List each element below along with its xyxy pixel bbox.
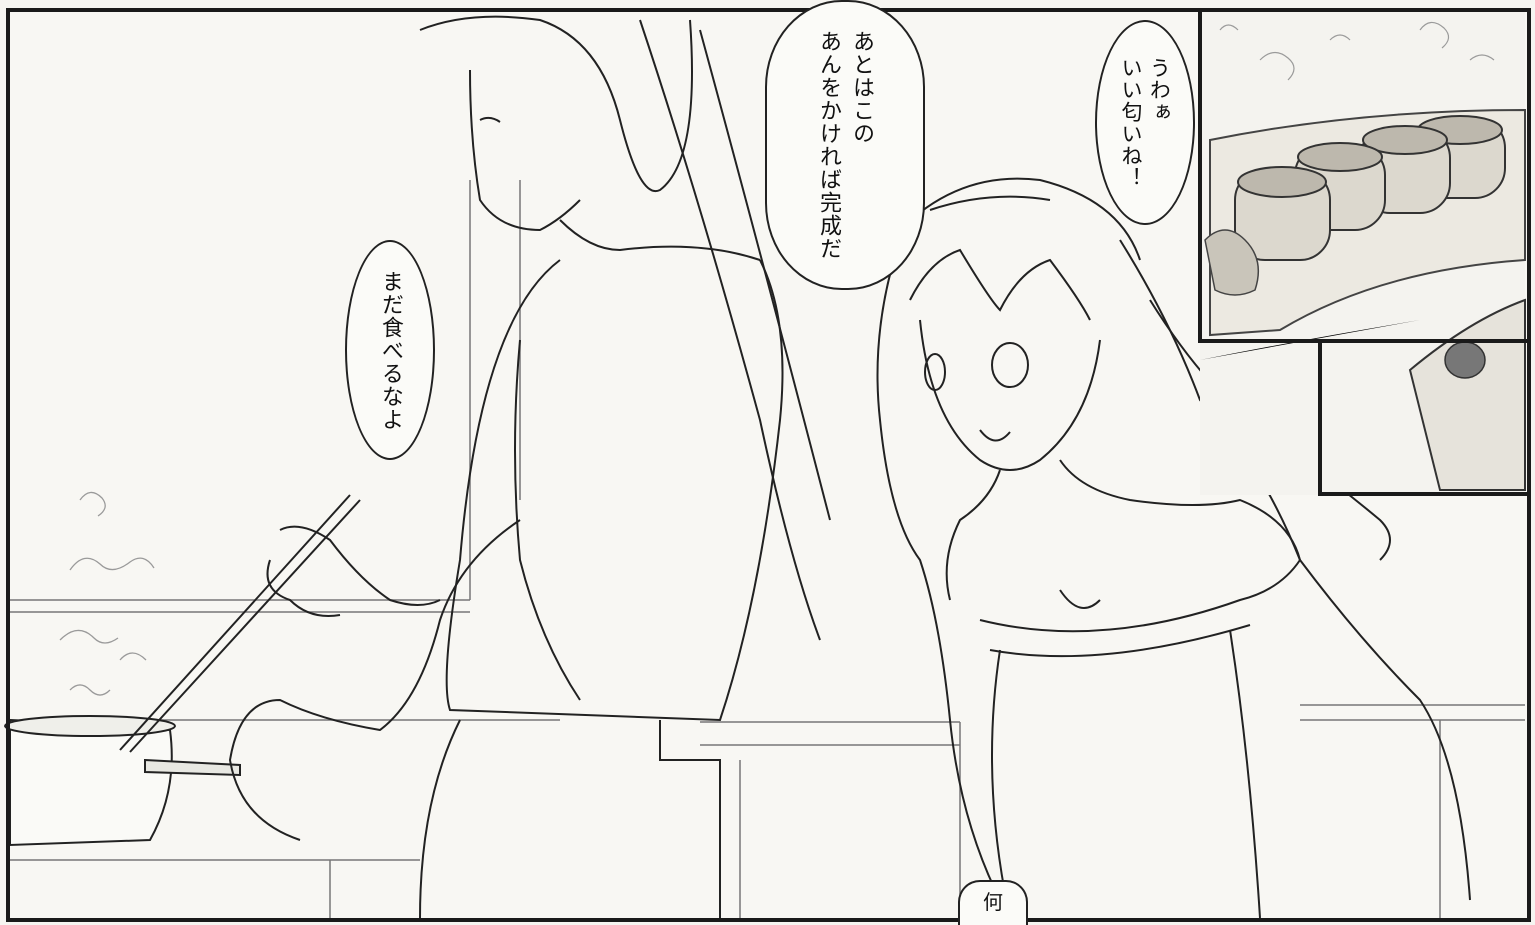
partial-caption-bubble: 何	[958, 880, 1028, 925]
main-panel-border	[6, 8, 1531, 922]
speech-text-woman: うわぁ いい匂いね！	[1119, 56, 1172, 189]
steam-swirls	[59, 491, 155, 696]
speech-bubble-man-warning: まだ食べるなよ	[345, 240, 435, 460]
inset-panel-top-border	[1198, 8, 1531, 343]
inset-panel-bottom-border	[1318, 340, 1531, 496]
speech-bubble-man-finish: あとはこの あんをかければ完成だ	[765, 0, 925, 290]
man-figure	[228, 15, 831, 920]
speech-bubble-woman: うわぁ いい匂いね！	[1095, 20, 1195, 225]
speech-text-man-warning: まだ食べるなよ	[377, 269, 403, 431]
partial-caption-text: 何	[983, 890, 1003, 914]
woman-figure	[876, 177, 1471, 919]
speech-text-man-finish: あとはこの あんをかければ完成だ	[816, 30, 874, 260]
cooking-spatula	[119, 494, 361, 753]
